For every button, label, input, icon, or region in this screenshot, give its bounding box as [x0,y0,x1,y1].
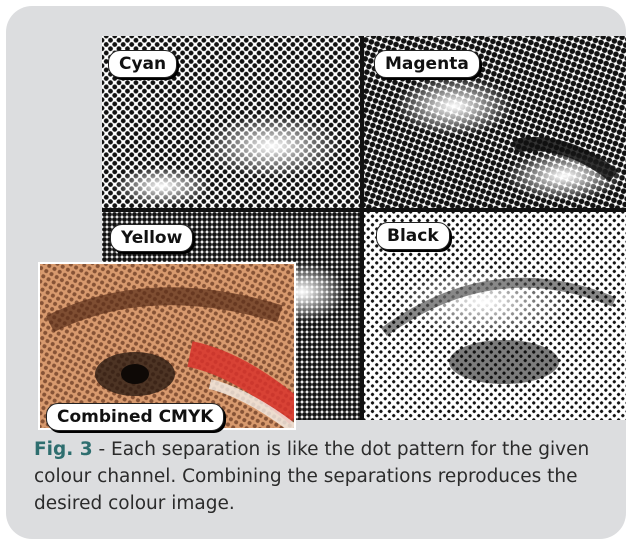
caption-text: - Each separation is like the dot patter… [34,439,589,514]
combined-cmyk-label: Combined CMYK [46,403,224,431]
panel-divider-vertical [360,36,364,420]
figure-caption: Fig. 3 - Each separation is like the dot… [34,436,624,517]
yellow-label: Yellow [110,224,193,252]
figure-card: Cyan Magenta Yellow Black Combined CMYK … [6,6,626,539]
magenta-label: Magenta [374,50,480,78]
panel-divider-horizontal [102,208,626,212]
figure-number: Fig. 3 [34,439,93,460]
black-label: Black [376,222,450,250]
cyan-label: Cyan [108,50,177,78]
